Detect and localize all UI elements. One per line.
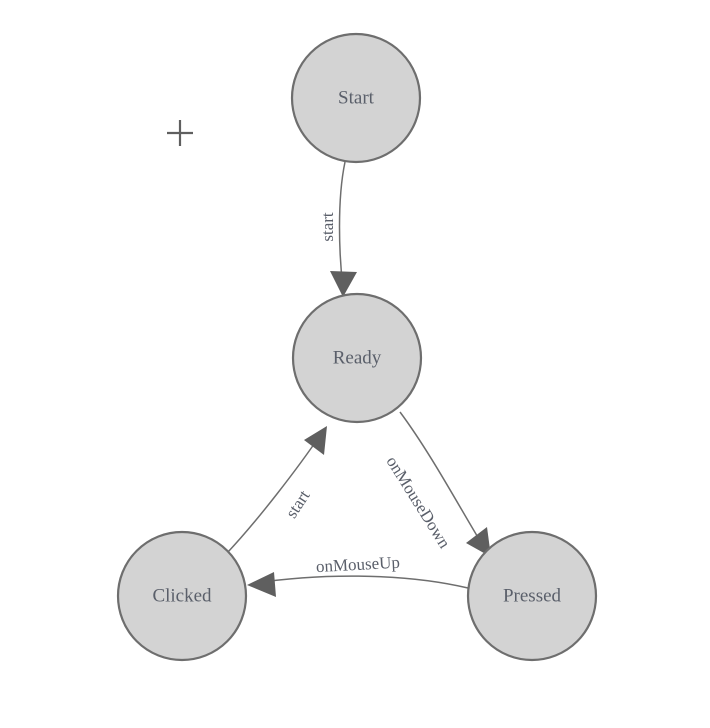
edge-pressed-to-clicked[interactable]: onMouseUp [247,553,469,597]
node-ready[interactable]: Ready [291,292,423,424]
node-start[interactable]: Start [290,32,422,164]
node-pressed-label: Pressed [503,585,562,606]
plus-marker-icon [167,120,193,146]
edge-label-clicked-to-ready: start [282,486,314,521]
edge-clicked-to-ready[interactable]: start [227,426,327,553]
arrowhead-start-to-ready [330,271,357,297]
node-ready-circle [291,292,423,424]
node-clicked-label: Clicked [152,585,212,606]
edge-path-start-to-ready [338,161,346,289]
node-clicked-circle [116,530,248,662]
arrowhead-ready-to-pressed [466,527,491,557]
node-clicked[interactable]: Clicked [116,530,248,662]
node-pressed[interactable]: Pressed [466,530,598,662]
edge-label-ready-to-pressed: onMouseDown [383,453,455,552]
arrowhead-clicked-to-ready [304,426,327,455]
node-pressed-circle [466,530,598,662]
edge-path-pressed-to-clicked [255,575,469,589]
node-start-label: Start [338,87,375,108]
edge-start-to-ready[interactable]: start [318,161,357,297]
edge-label-start-to-ready: start [318,212,337,242]
edge-path-clicked-to-ready [227,433,322,553]
edge-ready-to-pressed[interactable]: onMouseDown [383,411,491,557]
node-start-circle [290,32,422,164]
arrowhead-pressed-to-clicked [247,572,276,597]
edge-label-pressed-to-clicked: onMouseUp [315,553,400,576]
node-ready-label: Ready [333,347,382,368]
